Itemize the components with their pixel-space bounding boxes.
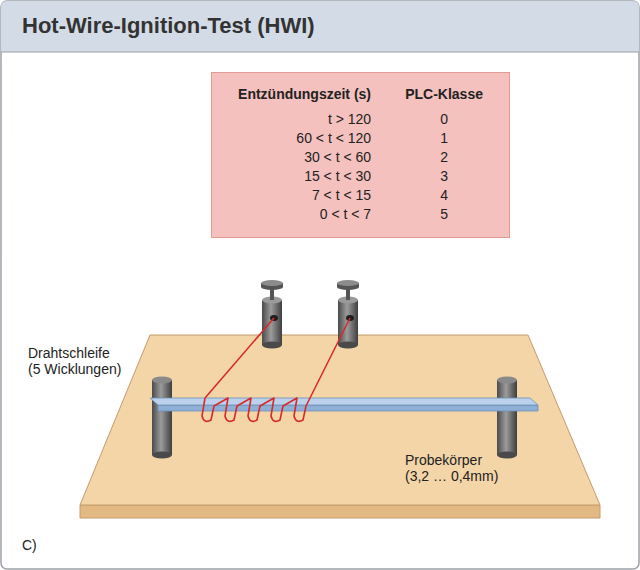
support-post [497, 452, 517, 459]
support-post [152, 452, 172, 459]
terminal-knob [337, 280, 359, 286]
heating-wire [306, 318, 350, 406]
table-box: Entzündungszeit (s) PLC-Klasse t > 120 0 60 … [211, 72, 510, 238]
table-cell: 4 [405, 186, 483, 204]
heating-wire [205, 318, 274, 398]
terminal-post [262, 300, 282, 345]
terminal-knob [261, 280, 283, 286]
support-post [497, 377, 517, 384]
table-cell: 3 [405, 167, 483, 185]
callout-label: Drahtschleife (5 Wicklungen) [28, 345, 143, 377]
table-cell: 2 [405, 148, 483, 166]
header-band [1, 1, 639, 52]
column-header: PLC-Klasse [405, 85, 483, 109]
callout-label: Probekörper (3,2 … 0,4mm) [405, 452, 520, 484]
figure-letter: C) [22, 537, 37, 553]
table-cell: 5 [405, 205, 483, 223]
table-cell: 60 < t < 120 [238, 129, 371, 147]
board [80, 335, 600, 505]
table-cell: 7 < t < 15 [238, 186, 371, 204]
table-cell: 0 < t < 7 [238, 205, 371, 223]
terminal-post [338, 342, 358, 349]
terminal-post [262, 342, 282, 349]
wire-coil [202, 398, 306, 421]
table-cell: 1 [405, 129, 483, 147]
support-post [497, 380, 517, 455]
table-grid: Entzündungszeit (s) PLC-Klasse t > 120 0 60 … [212, 73, 509, 237]
support-post [152, 377, 172, 384]
header-rule [1, 51, 639, 52]
specimen-bar [150, 398, 538, 405]
title: Hot-Wire-Ignition-Test (HWI) [22, 12, 315, 40]
table-cell: 0 [405, 110, 483, 128]
column-header: Entzündungszeit (s) [238, 85, 371, 109]
table-cell: 15 < t < 30 [238, 167, 371, 185]
support-post [152, 380, 172, 455]
board-edge [80, 505, 600, 518]
table-cell: 30 < t < 60 [238, 148, 371, 166]
table-cell: t > 120 [238, 110, 371, 128]
